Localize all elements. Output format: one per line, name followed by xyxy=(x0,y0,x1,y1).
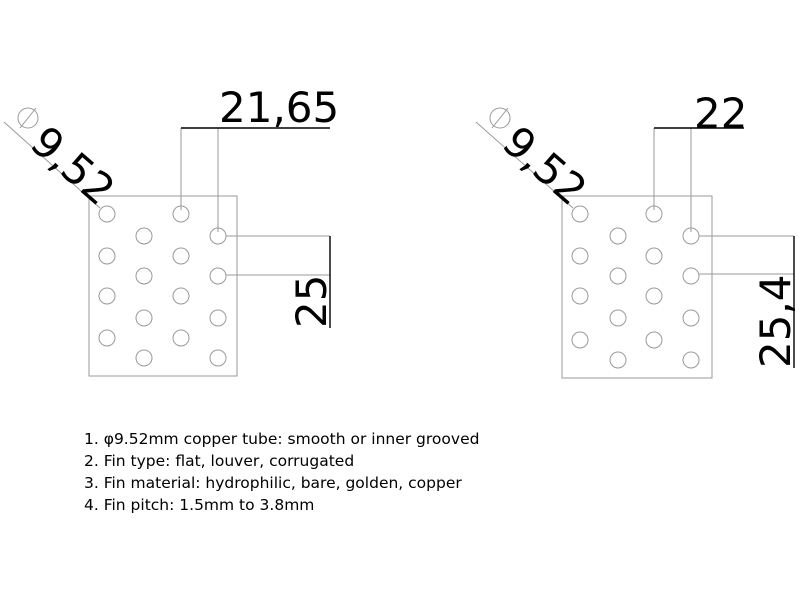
tube-hole xyxy=(682,309,700,327)
diameter-leader-line xyxy=(475,121,574,209)
tube-grid xyxy=(571,205,700,369)
tube-hole xyxy=(172,247,190,265)
horizontal-pitch-label: 22 xyxy=(694,89,747,138)
diameter-symbol xyxy=(17,107,39,129)
tube-hole xyxy=(609,227,627,245)
tube-hole xyxy=(682,351,700,369)
tube-diameter-label: 9,52 xyxy=(493,117,596,215)
fin-outline xyxy=(561,195,713,379)
tube-hole xyxy=(172,329,190,347)
tube-grid xyxy=(98,205,227,367)
tube-hole xyxy=(98,329,116,347)
spec-note: 4. Fin pitch: 1.5mm to 3.8mm xyxy=(84,496,315,514)
tube-hole xyxy=(172,287,190,305)
tube-hole xyxy=(682,267,700,285)
spec-notes-list: 1. φ9.52mm copper tube: smooth or inner … xyxy=(84,428,479,516)
tube-hole xyxy=(209,349,227,367)
tube-hole xyxy=(645,331,663,349)
diameter-symbol xyxy=(489,107,511,129)
tube-hole xyxy=(98,287,116,305)
diameter-symbol-slash xyxy=(491,107,509,129)
tube-diameter-label: 9,52 xyxy=(21,117,124,215)
vertical-pitch-label: 25,4 xyxy=(751,274,800,368)
tube-hole xyxy=(135,349,153,367)
tube-hole xyxy=(135,227,153,245)
horizontal-pitch-label: 21,65 xyxy=(219,83,339,132)
tube-hole xyxy=(209,267,227,285)
tube-hole xyxy=(609,267,627,285)
tube-hole xyxy=(135,267,153,285)
tube-hole xyxy=(571,205,589,223)
tube-layout-right: 9,52 22 25,4 xyxy=(475,89,800,379)
spec-note: 1. φ9.52mm copper tube: smooth or inner … xyxy=(84,430,480,448)
diameter-leader-line xyxy=(3,121,101,209)
fin-outline xyxy=(88,195,238,377)
vertical-pitch-label: 25 xyxy=(287,275,336,328)
tube-hole xyxy=(645,247,663,265)
tube-hole xyxy=(609,309,627,327)
tube-hole xyxy=(98,247,116,265)
tube-hole xyxy=(645,287,663,305)
tube-hole xyxy=(209,309,227,327)
tube-hole xyxy=(609,351,627,369)
tube-hole xyxy=(135,309,153,327)
tube-hole xyxy=(571,247,589,265)
tube-hole xyxy=(571,331,589,349)
tube-layout-left: 9,52 21,65 25 xyxy=(3,83,339,377)
diameter-symbol-slash xyxy=(19,107,37,129)
spec-note: 2. Fin type: flat, louver, corrugated xyxy=(84,452,355,470)
tube-hole xyxy=(571,287,589,305)
tube-hole xyxy=(98,205,116,223)
spec-note: 3. Fin material: hydrophilic, bare, gold… xyxy=(84,474,462,492)
